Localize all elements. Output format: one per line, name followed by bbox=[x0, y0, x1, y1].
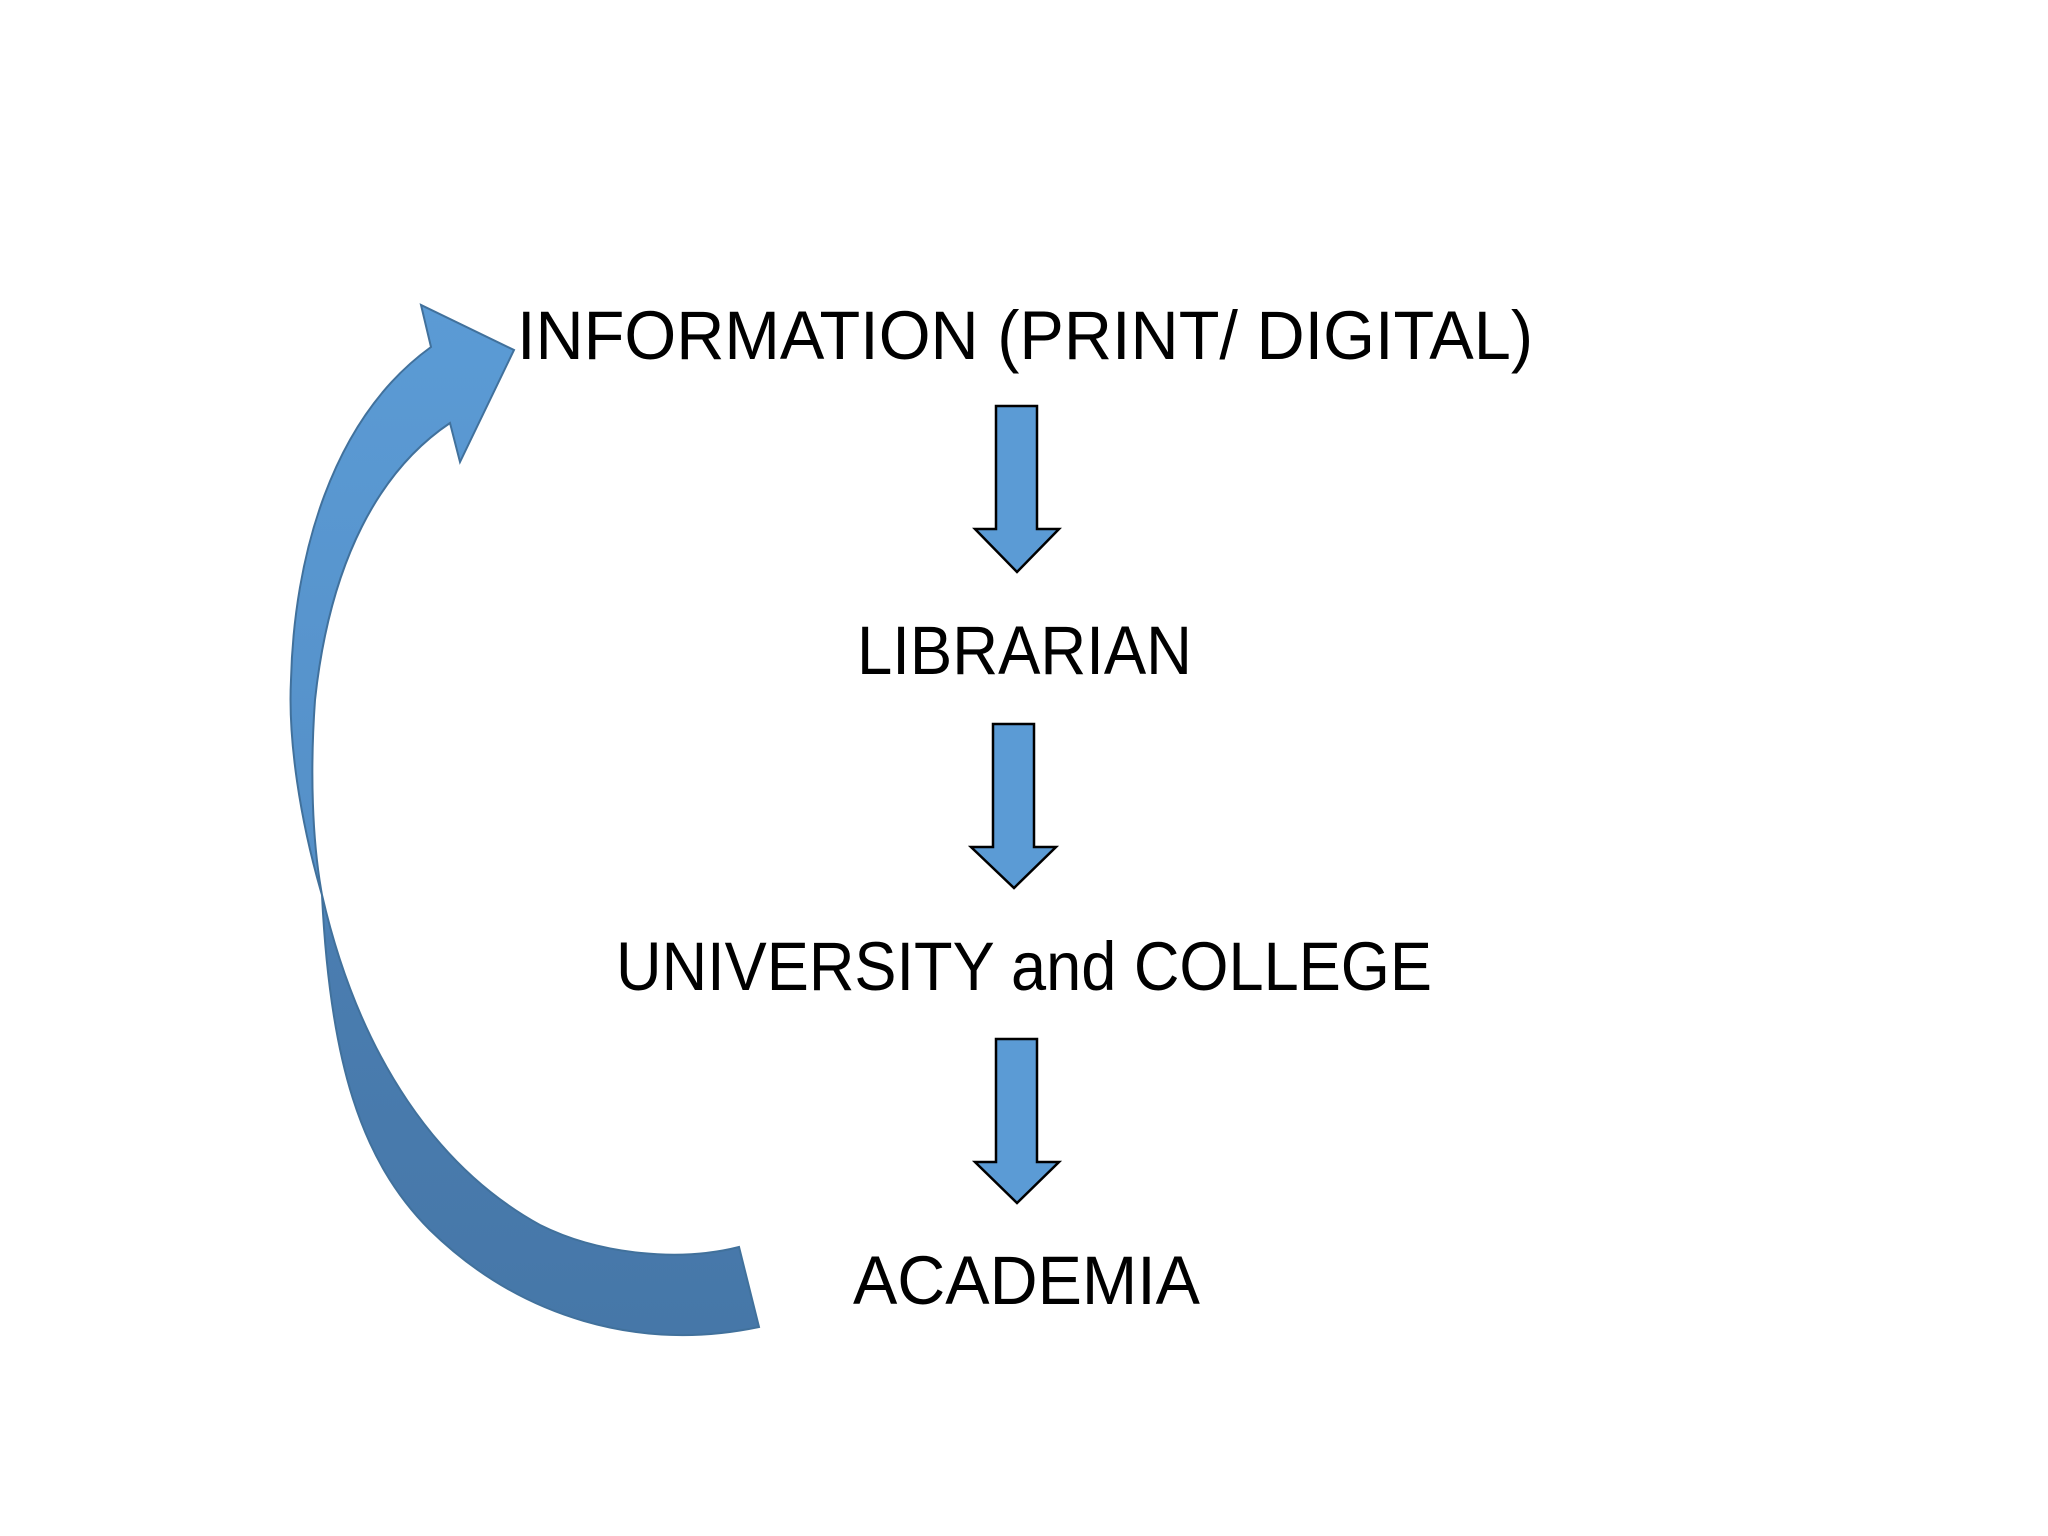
down-arrow-icon-3 bbox=[971, 1037, 1063, 1205]
curved-return-arrow-icon bbox=[289, 303, 761, 1336]
node-academia-label: ACADEMIA bbox=[853, 1241, 1200, 1319]
node-information-label: INFORMATION (PRINT/ DIGITAL) bbox=[517, 296, 1534, 374]
node-university-label: UNIVERSITY and COLLEGE bbox=[616, 927, 1432, 1005]
node-librarian-label: LIBRARIAN bbox=[857, 611, 1192, 689]
down-arrow-icon-1 bbox=[972, 404, 1062, 574]
down-arrow-icon-2 bbox=[967, 722, 1060, 890]
